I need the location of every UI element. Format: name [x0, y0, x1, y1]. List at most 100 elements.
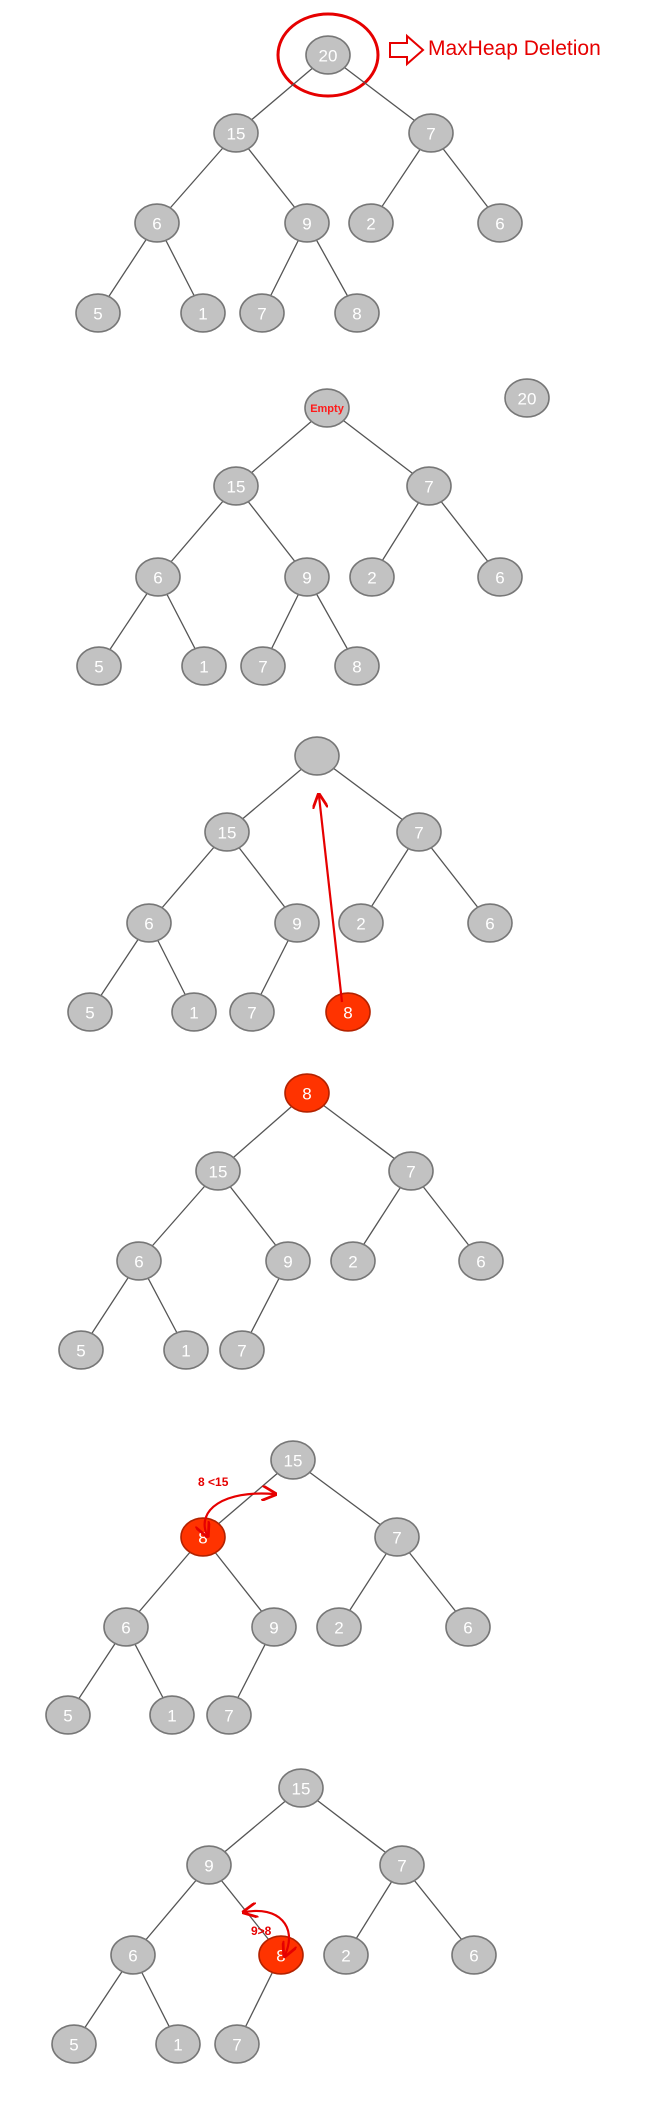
- node-circle: [349, 557, 395, 597]
- node-circle: [388, 1151, 434, 1191]
- node-label: 15: [209, 1163, 228, 1182]
- heap-node: 5: [76, 646, 122, 686]
- heap-node: 7: [406, 466, 452, 506]
- node-label: 6: [463, 1619, 472, 1638]
- node-circle: [338, 903, 384, 943]
- node-label: 7: [392, 1529, 401, 1548]
- node-label: 15: [284, 1452, 303, 1471]
- heap-node: 2: [348, 203, 394, 243]
- node-label: 2: [334, 1619, 343, 1638]
- node-circle: [75, 293, 121, 333]
- heap-node: 1: [163, 1330, 209, 1370]
- node-circle: [294, 736, 340, 776]
- compare-note-2: 9>8: [251, 1924, 272, 1938]
- node-circle: [265, 1241, 311, 1281]
- node-label: 5: [69, 2036, 78, 2055]
- heap-node: 15: [204, 812, 250, 852]
- node-label: 1: [167, 1707, 176, 1726]
- heap-node: 6: [126, 903, 172, 943]
- node-circle: [408, 113, 454, 153]
- node-circle: [240, 646, 286, 686]
- heap-node: 9: [274, 903, 320, 943]
- node-circle: [284, 557, 330, 597]
- node-circle: [134, 203, 180, 243]
- heap-node: 6: [103, 1607, 149, 1647]
- node-circle: [323, 1935, 369, 1975]
- node-label: 15: [218, 824, 237, 843]
- node-circle: [330, 1241, 376, 1281]
- node-label: 15: [227, 478, 246, 497]
- node-label: 6: [495, 215, 504, 234]
- node-circle: [270, 1440, 316, 1480]
- node-circle: [284, 203, 330, 243]
- node-circle: [126, 903, 172, 943]
- node-circle: [116, 1241, 162, 1281]
- heap-node: 7: [408, 113, 454, 153]
- heap-node: 7: [240, 646, 286, 686]
- heap-node: 2: [316, 1607, 362, 1647]
- heap-node: 5: [51, 2024, 97, 2064]
- node-label: 2: [366, 215, 375, 234]
- heap-node: 7: [229, 992, 275, 1032]
- node-label: 1: [198, 305, 207, 324]
- heap-node: 7: [374, 1517, 420, 1557]
- node-circle: [204, 812, 250, 852]
- node-label: 1: [173, 2036, 182, 2055]
- heap-node: 6: [451, 1935, 497, 1975]
- node-label: 6: [121, 1619, 130, 1638]
- node-label: 8: [352, 305, 361, 324]
- node-label: 6: [495, 569, 504, 588]
- heap-node: 7: [379, 1845, 425, 1885]
- heap-node: [294, 736, 340, 776]
- node-label: 5: [93, 305, 102, 324]
- node-circle: [110, 1935, 156, 1975]
- node-circle: [379, 1845, 425, 1885]
- node-circle: [171, 992, 217, 1032]
- heap-node: Empty: [304, 388, 350, 428]
- node-circle: [348, 203, 394, 243]
- heap-node: 1: [155, 2024, 201, 2064]
- node-circle: [316, 1607, 362, 1647]
- node-label: 2: [341, 1947, 350, 1966]
- node-circle: [406, 466, 452, 506]
- heap-node: 8: [334, 293, 380, 333]
- node-circle: [195, 1151, 241, 1191]
- heap-node: 6: [116, 1241, 162, 1281]
- node-circle: [396, 812, 442, 852]
- heap-node: 6: [110, 1935, 156, 1975]
- node-label: Empty: [310, 403, 345, 415]
- node-circle: [163, 1330, 209, 1370]
- heap-node: 7: [239, 293, 285, 333]
- heap-node: 6: [134, 203, 180, 243]
- node-label: 2: [348, 1253, 357, 1272]
- node-label: 7: [397, 1857, 406, 1876]
- node-label: 5: [63, 1707, 72, 1726]
- node-circle: [467, 903, 513, 943]
- node-label: 8: [352, 658, 361, 677]
- heap-node: 15: [270, 1440, 316, 1480]
- node-label: 1: [199, 658, 208, 677]
- node-circle: [504, 378, 550, 418]
- node-circle: [76, 646, 122, 686]
- node-circle: [135, 557, 181, 597]
- heap-node: 9: [186, 1845, 232, 1885]
- node-label: 6: [485, 915, 494, 934]
- node-circle: [305, 35, 351, 75]
- title-arrow-icon: [389, 33, 425, 67]
- heap-node: 9: [284, 557, 330, 597]
- node-circle: [67, 992, 113, 1032]
- heap-node: 9: [265, 1241, 311, 1281]
- moving-node: 8: [325, 992, 371, 1032]
- node-label: 9: [302, 569, 311, 588]
- node-circle: [213, 466, 259, 506]
- moving-node: 8: [258, 1935, 304, 1975]
- heap-node: 2: [323, 1935, 369, 1975]
- heap-node: 6: [458, 1241, 504, 1281]
- heap-node: 6: [477, 557, 523, 597]
- heap-node: 5: [75, 293, 121, 333]
- node-label: 7: [414, 824, 423, 843]
